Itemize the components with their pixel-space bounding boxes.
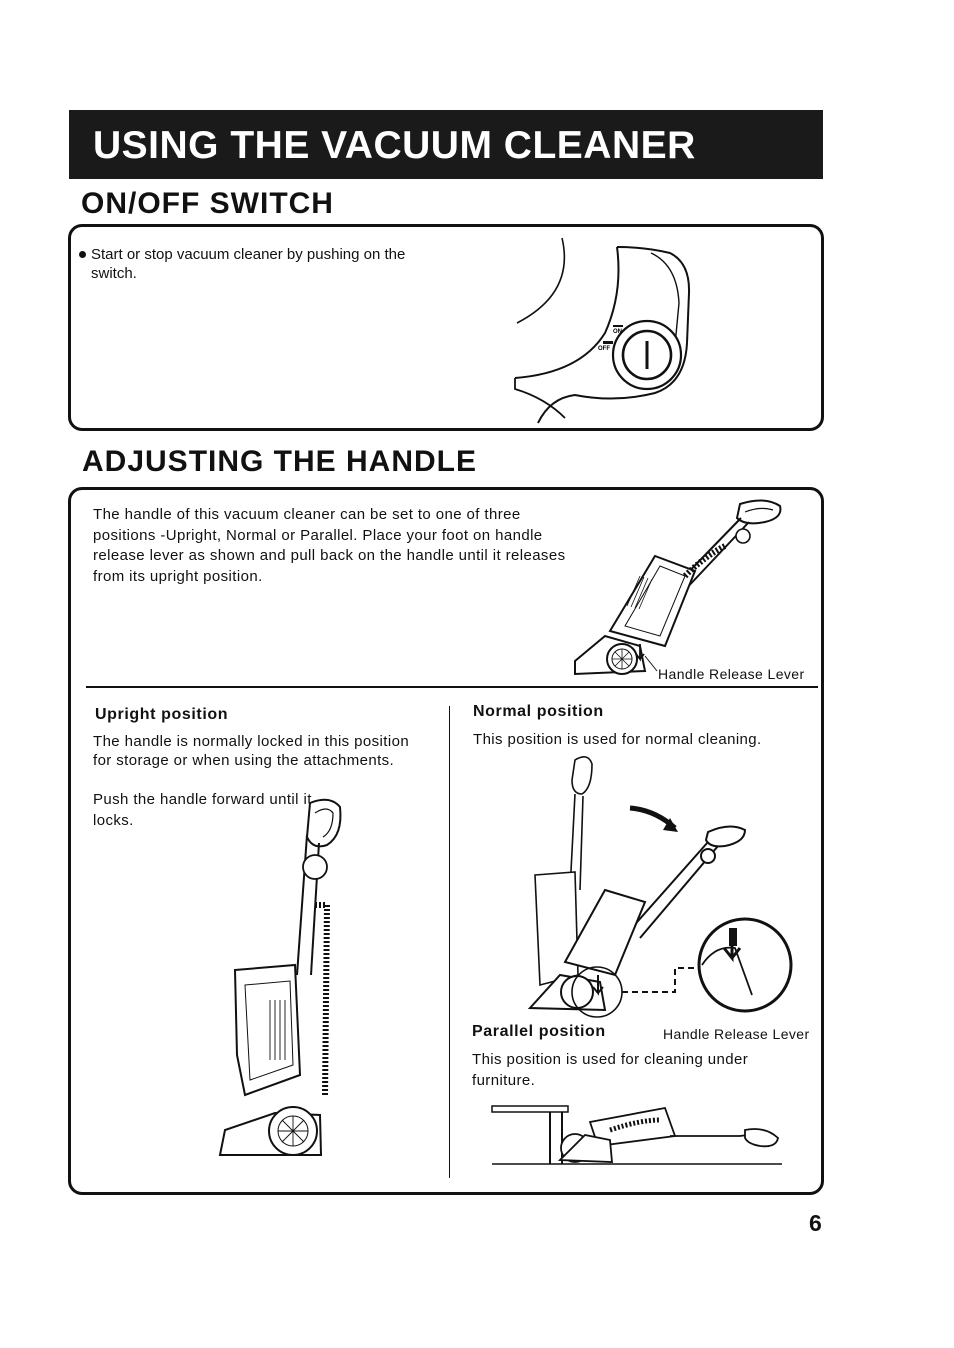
normal-text: This position is used for normal cleanin… (473, 731, 762, 748)
upright-instruction: Push the handle forward until it locks. (93, 791, 312, 829)
upright-text: The handle is normally locked in this po… (93, 733, 410, 769)
onoff-heading: ON/OFF SWITCH (81, 187, 334, 220)
divider-vertical (449, 706, 450, 1178)
page-title: USING THE VACUUM CLEANER (93, 124, 696, 167)
switch-illustration: ON OFF (514, 237, 691, 424)
vacuum-upright-illustration (218, 798, 342, 1156)
bullet-icon (79, 251, 86, 258)
switch-off-label: OFF (598, 346, 610, 352)
adjust-heading: ADJUSTING THE HANDLE (82, 445, 478, 478)
vacuum-tilted-illustration (574, 499, 782, 676)
adjust-section-box (68, 487, 824, 1195)
page-number: 6 (809, 1210, 822, 1236)
title-bar: USING THE VACUUM CLEANER (69, 110, 823, 179)
onoff-section-box (68, 224, 824, 431)
power-switch-icon (611, 319, 683, 391)
parallel-text: This position is used for cleaning under… (472, 1051, 749, 1089)
switch-on-label: ON (613, 329, 622, 335)
onoff-bullet-text: Start or stop vacuum cleaner by pushing … (91, 246, 406, 282)
upright-title: Upright position (95, 706, 229, 723)
lever-caption-top: Handle Release Lever (658, 666, 805, 682)
lever-caption-bottom: Handle Release Lever (663, 1026, 810, 1042)
adjust-intro-text: The handle of this vacuum cleaner can be… (93, 506, 566, 586)
parallel-title: Parallel position (472, 1023, 606, 1040)
divider-horizontal (86, 686, 818, 688)
vacuum-parallel-illustration (491, 1105, 782, 1165)
vacuum-normal-illustration (527, 756, 793, 1018)
onoff-bullet: Start or stop vacuum cleaner by pushing … (79, 245, 409, 283)
normal-title: Normal position (473, 703, 604, 720)
